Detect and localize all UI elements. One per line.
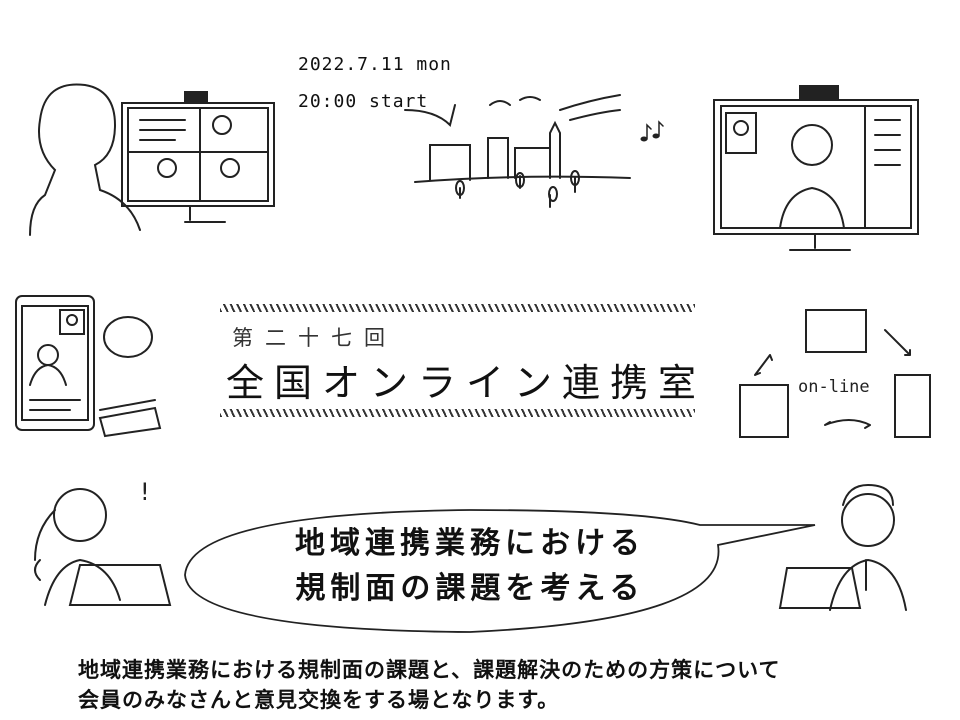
speech-bubble xyxy=(184,509,816,633)
woman-on-monitor-illustration xyxy=(713,85,919,251)
description-line-1: 地域連携業務における規制面の課題と、課題解決のための方策について xyxy=(78,658,781,682)
title-divider-top xyxy=(220,304,695,312)
event-date: 2022.7.11 mon xyxy=(298,54,452,75)
title-divider-bottom xyxy=(220,409,695,417)
tablet-illustration xyxy=(15,295,162,438)
exclamation-mark: ! xyxy=(140,478,150,506)
online-label: on-line xyxy=(798,377,870,397)
edition-label: 第二十七回 xyxy=(232,326,397,350)
page-title: 全国オンライン連携室 xyxy=(226,361,707,405)
woman-with-laptop-illustration: ! xyxy=(34,478,172,606)
town-skyline-illustration xyxy=(404,94,664,208)
music-notes-icon xyxy=(640,120,664,142)
bubble-line-2: 規制面の課題を考える xyxy=(295,571,645,606)
event-date-time: 2022.7.11 mon 20:00 start xyxy=(298,46,452,120)
description-line-2: 会員のみなさんと意見交換をする場となります。 xyxy=(78,688,560,712)
buildings-network-illustration: on-line xyxy=(739,309,931,438)
man-with-laptop-illustration xyxy=(778,483,907,611)
bubble-line-1: 地域連携業務における xyxy=(295,526,645,561)
man-at-monitor-illustration xyxy=(29,83,275,236)
event-time: 20:00 start xyxy=(298,91,429,112)
